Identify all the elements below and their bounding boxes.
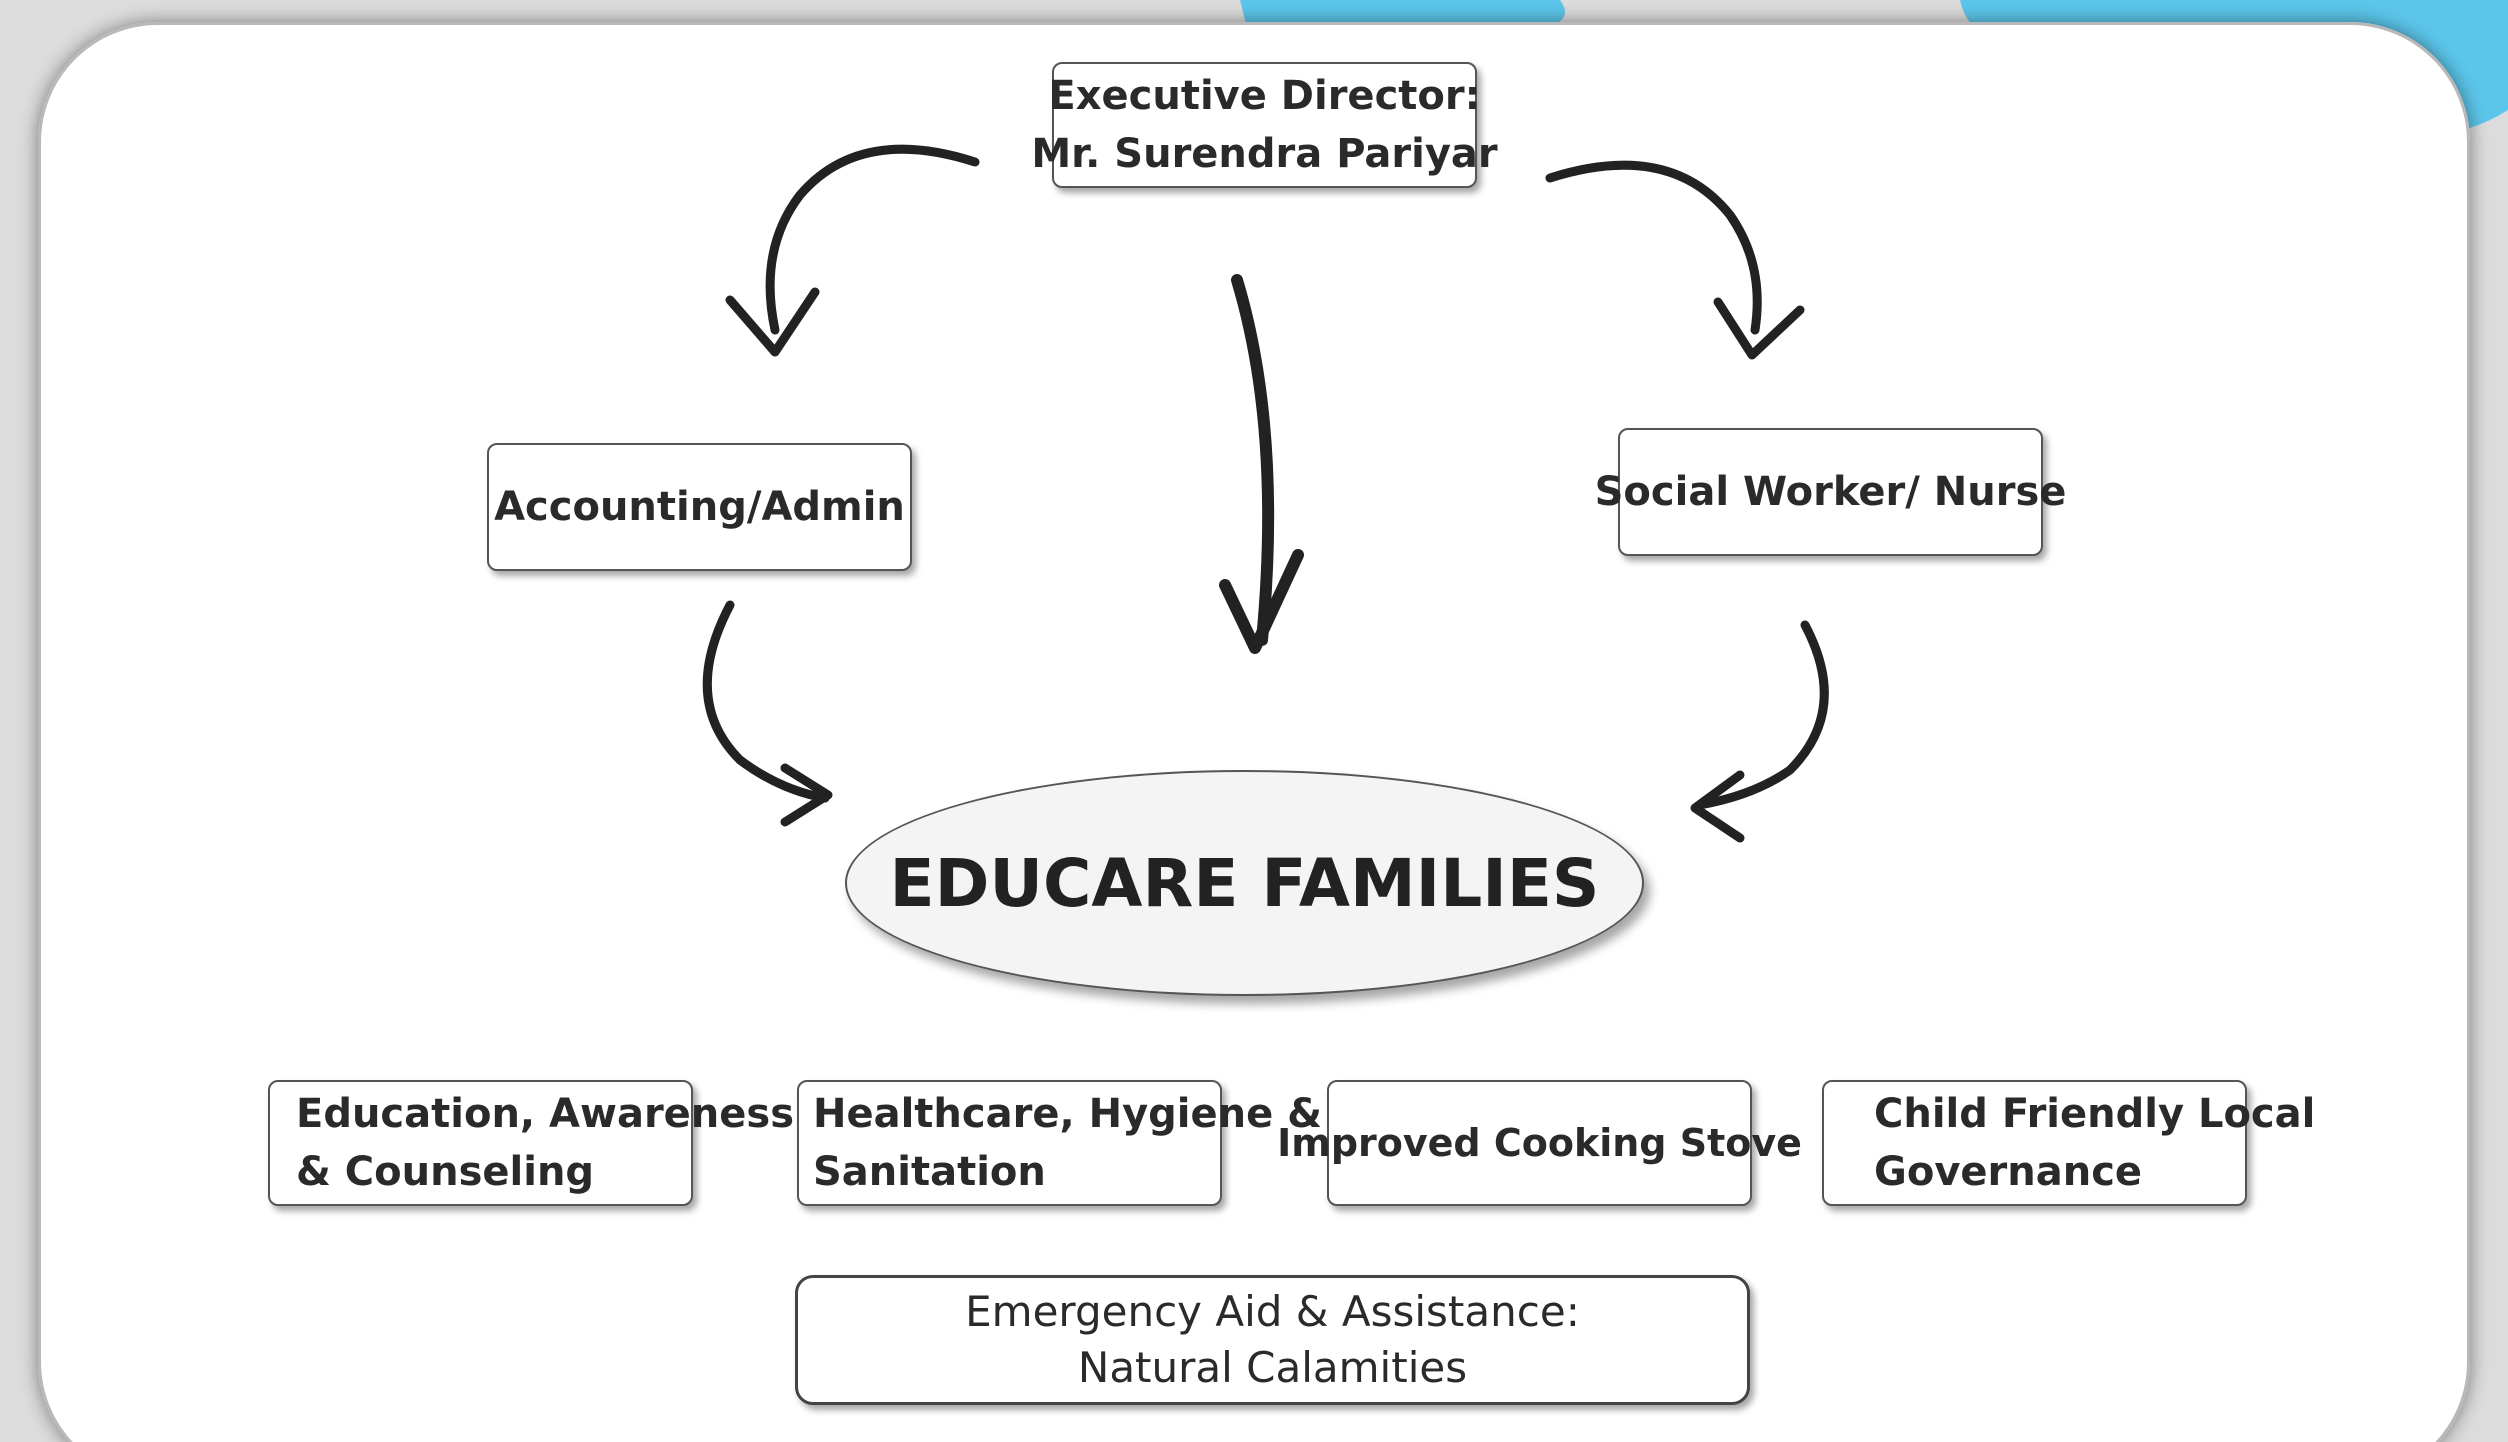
educare-families-ellipse: EDUCARE FAMILIES xyxy=(845,770,1644,996)
program-healthcare-line1: Healthcare, Hygiene & xyxy=(813,1091,1323,1137)
emergency-aid-line1: Emergency Aid & Assistance: xyxy=(965,1287,1580,1336)
arrow-director-to-families xyxy=(1219,274,1304,654)
program-governance-line1: Child Friendly Local xyxy=(1874,1091,2316,1137)
accounting-admin-label: Accounting/Admin xyxy=(494,484,905,530)
program-box-cooking-stove: Improved Cooking Stove xyxy=(1277,1080,1802,1206)
emergency-aid-box: Emergency Aid & Assistance: Natural Cala… xyxy=(795,1275,1750,1405)
program-education-line2: & Counseling xyxy=(296,1149,595,1195)
program-cooking-stove-label: Improved Cooking Stove xyxy=(1277,1121,1802,1165)
accounting-admin-box: Accounting/Admin xyxy=(487,443,912,571)
arrow-director-to-social-worker xyxy=(1545,160,1805,360)
arrow-director-to-accounting xyxy=(725,144,980,357)
program-box-education: Education, Awareness & Counseling xyxy=(268,1080,794,1206)
executive-director-title: Executive Director: xyxy=(1048,73,1481,119)
program-education-line1: Education, Awareness xyxy=(296,1091,795,1137)
program-box-healthcare: Healthcare, Hygiene & Sanitation xyxy=(797,1080,1322,1206)
arrow-accounting-to-families xyxy=(702,600,833,827)
educare-families-label: EDUCARE FAMILIES xyxy=(889,844,1600,922)
arrow-social-worker-to-families xyxy=(1690,620,1829,843)
program-box-governance: Child Friendly Local Governance xyxy=(1822,1080,2315,1206)
executive-director-name: Mr. Surendra Pariyar xyxy=(1031,131,1498,177)
program-healthcare-line2: Sanitation xyxy=(813,1149,1046,1195)
social-worker-box: Social Worker/ Nurse xyxy=(1595,428,2066,556)
social-worker-label: Social Worker/ Nurse xyxy=(1594,469,2067,515)
executive-director-box: Executive Director: Mr. Surendra Pariyar xyxy=(1031,62,1498,188)
emergency-aid-line2: Natural Calamities xyxy=(1077,1343,1468,1392)
program-governance-line2: Governance xyxy=(1874,1149,2143,1195)
